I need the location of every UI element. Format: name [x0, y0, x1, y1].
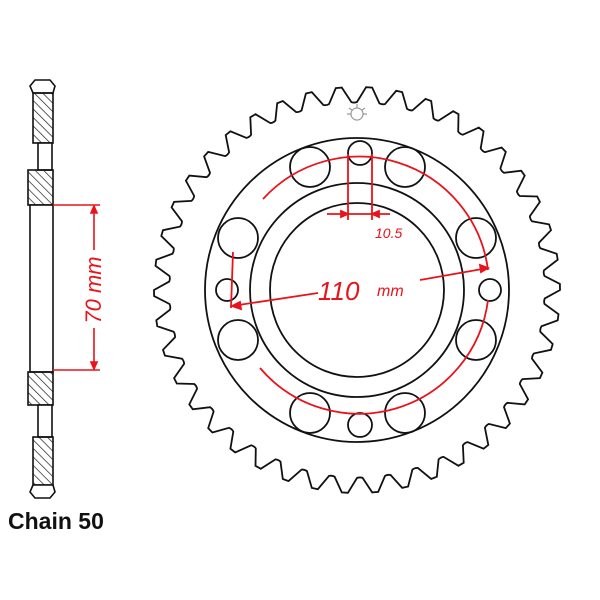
sprocket-teeth — [153, 86, 561, 494]
outer-ring — [204, 137, 510, 443]
bottom-tooth-tip — [29, 484, 56, 499]
hatch-section — [27, 371, 54, 406]
top-tooth-tip — [29, 79, 56, 94]
hub-diameter-label: 70 mm — [81, 256, 106, 323]
hatch-section — [27, 169, 54, 206]
side-profile — [27, 79, 56, 499]
bolt-hole — [478, 278, 502, 302]
bolt-holes — [215, 140, 502, 438]
bolt-hole — [217, 319, 259, 361]
bolt-circle-unit: mm — [377, 283, 404, 300]
bolt-hole — [384, 392, 426, 434]
logo-icon — [347, 104, 367, 121]
chain-label: Chain 50 — [8, 508, 104, 534]
bolt-hole — [217, 217, 259, 259]
hatch-section — [32, 436, 54, 486]
bolt-hole — [215, 278, 239, 302]
hub-dimension — [53, 203, 100, 372]
bolt-hole — [289, 146, 331, 188]
hatch-section — [32, 92, 54, 144]
bolt-circle-dimension — [229, 154, 491, 415]
bolt-hole — [289, 392, 331, 434]
bolt-hole — [347, 412, 373, 438]
bolt-hole — [384, 146, 426, 188]
bolt-hole — [455, 319, 497, 361]
bolt-circle-value: 110 — [318, 276, 360, 306]
bore — [29, 204, 54, 373]
bolt-hole — [347, 140, 373, 166]
bolt-hole — [455, 217, 497, 259]
hub-bore — [269, 202, 445, 378]
middle-ring — [249, 182, 465, 398]
sprocket-face — [153, 86, 561, 494]
bolt-hole-label: 10.5 — [375, 225, 402, 241]
